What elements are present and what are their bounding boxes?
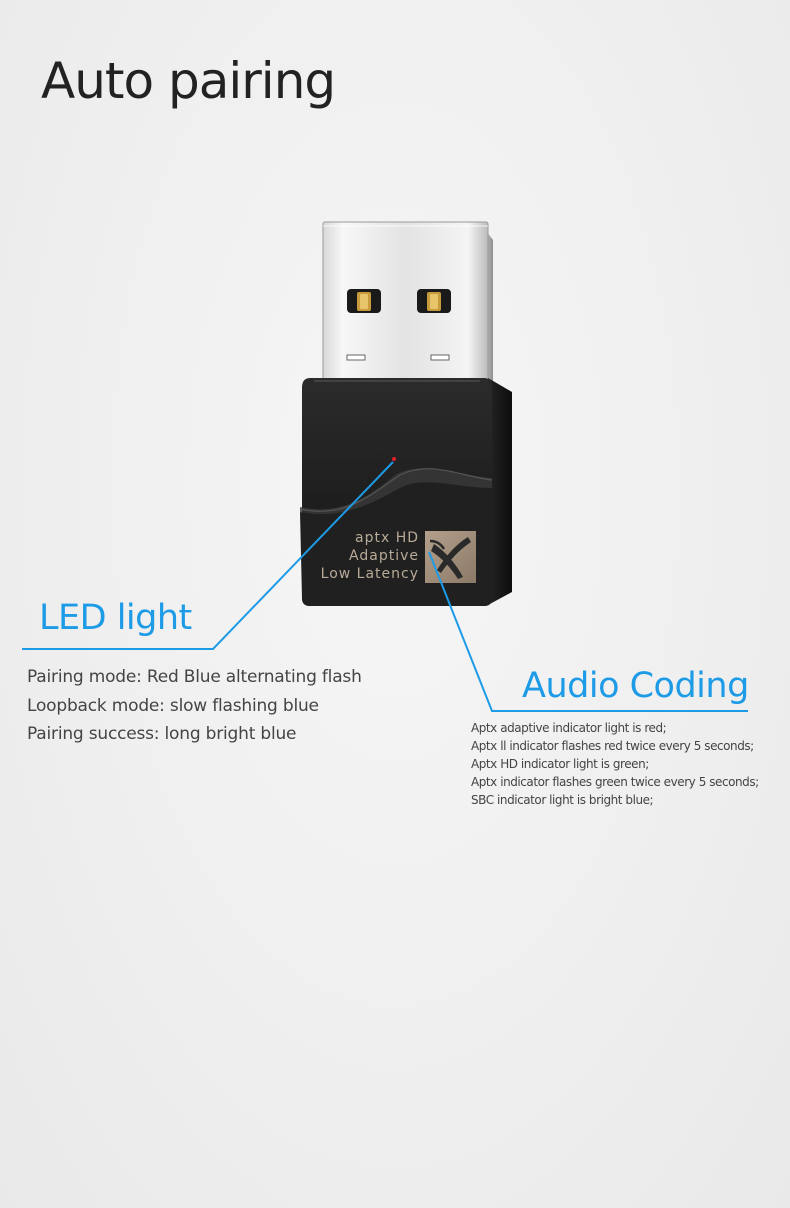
usb-contact-left (347, 289, 381, 313)
audio-coding-item: Aptx indicator flashes green twice every… (471, 775, 759, 789)
led-mode-item: Pairing success: long bright blue (27, 724, 297, 744)
dongle-body-right-side (488, 378, 512, 605)
led-mode-list: Pairing mode: Red Blue alternating flash… (27, 663, 362, 749)
device-label-low-latency: Low Latency (321, 566, 419, 582)
usb-slot-right (430, 354, 450, 361)
led-indicator-dot (392, 457, 396, 461)
dongle-body: aptx HD Adaptive Low Latency (299, 378, 512, 606)
led-mode-item: Pairing mode: Red Blue alternating flash (27, 667, 362, 687)
usb-slot-left (346, 354, 366, 361)
device-label-adaptive: Adaptive (349, 548, 419, 564)
audio-coding-item: Aptx HD indicator light is green; (471, 757, 649, 771)
audio-coding-item: Aptx adaptive indicator light is red; (471, 721, 667, 735)
callout-audio-line (428, 551, 748, 712)
dongle-wave-band (300, 468, 492, 515)
audio-coding-heading: Audio Coding (522, 666, 749, 706)
usb-contact-right (417, 289, 451, 313)
audio-coding-list: Aptx adaptive indicator light is red; Ap… (471, 719, 759, 809)
usb-connector (322, 221, 493, 387)
callout-led-line (22, 461, 394, 650)
page-title: Auto pairing (41, 52, 336, 110)
led-mode-item: Loopback mode: slow flashing blue (27, 695, 319, 716)
device-label-aptx-hd: aptx HD (355, 530, 419, 546)
led-light-heading: LED light (39, 598, 192, 638)
aptx-x-logo-icon (425, 531, 476, 583)
audio-coding-item: Aptx ll indicator flashes red twice ever… (471, 739, 754, 753)
audio-coding-item: SBC indicator light is bright blue; (471, 793, 654, 807)
